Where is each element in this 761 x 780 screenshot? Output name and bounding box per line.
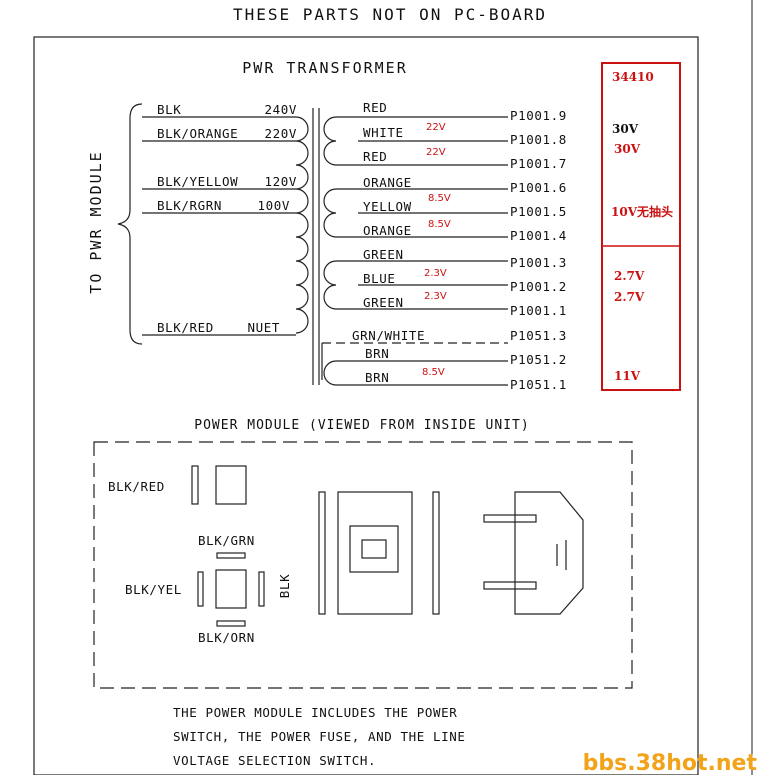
pin-label: P1001.9 bbox=[510, 108, 567, 123]
blk-red-square bbox=[215, 465, 247, 505]
pin-label: P1001.8 bbox=[510, 132, 567, 147]
voltage-annotation: 8.5V bbox=[422, 367, 445, 378]
page-header: THESE PARTS NOT ON PC-BOARD bbox=[233, 5, 547, 24]
primary-tap-label: 100V bbox=[257, 198, 290, 213]
voltage-annotation: 2.3V bbox=[424, 268, 447, 279]
pin-label: P1001.3 bbox=[510, 255, 567, 270]
pin-label: P1001.7 bbox=[510, 156, 567, 171]
power-module-frame bbox=[93, 441, 633, 689]
side-label: TO PWR MODULE bbox=[87, 150, 105, 293]
blk-orn-label: BLK/ORN bbox=[198, 630, 255, 645]
blk-grn-tab bbox=[216, 552, 246, 559]
primary-color-label: BLK bbox=[157, 102, 181, 117]
primary-tap-label: 240V bbox=[264, 102, 297, 117]
wire-label: BRN bbox=[365, 346, 389, 361]
module-brace bbox=[117, 103, 143, 345]
blk-red-tab bbox=[191, 465, 199, 505]
blk-label: BLK bbox=[277, 574, 292, 598]
description-line: VOLTAGE SELECTION SWITCH. bbox=[173, 753, 376, 768]
pin-label: P1001.4 bbox=[510, 228, 567, 243]
primary-labels: BLK 240V BLK/ORANGE 220V BLK/YELLOW 120V… bbox=[157, 102, 297, 335]
wire-label: RED bbox=[363, 100, 387, 115]
pin-label: P1001.1 bbox=[510, 303, 567, 318]
primary-color-label: BLK/YELLOW bbox=[157, 174, 238, 189]
power-module-title: POWER MODULE (VIEWED FROM INSIDE UNIT) bbox=[194, 418, 529, 433]
pin-label: P1051.1 bbox=[510, 377, 567, 392]
voltage-annotation: 2.3V bbox=[424, 291, 447, 302]
watermark: bbs.38hot.net bbox=[583, 751, 758, 775]
wire-label: YELLOW bbox=[363, 199, 412, 214]
primary-tap-label: 120V bbox=[264, 174, 297, 189]
center-square bbox=[215, 569, 247, 609]
note-voltage: 2.7V bbox=[614, 290, 645, 304]
description-line: SWITCH, THE POWER FUSE, AND THE LINE bbox=[173, 729, 466, 744]
power-switch bbox=[318, 491, 440, 615]
voltage-annotation: 8.5V bbox=[428, 193, 451, 204]
transformer-title: PWR TRANSFORMER bbox=[242, 59, 407, 77]
line-inlet bbox=[483, 491, 584, 615]
blk-yel-tab bbox=[197, 571, 204, 607]
note-voltage: 30V bbox=[614, 142, 641, 156]
primary-tap-label: NUET bbox=[247, 320, 280, 335]
pin-label: P1001.2 bbox=[510, 279, 567, 294]
wire-label: RED bbox=[363, 149, 387, 164]
pin-label: P1051.2 bbox=[510, 352, 567, 367]
model-number: 34410 bbox=[612, 70, 654, 84]
blk-yel-label: BLK/YEL bbox=[125, 582, 182, 597]
description-line: THE POWER MODULE INCLUDES THE POWER bbox=[173, 705, 457, 720]
voltage-annotation: 22V bbox=[426, 122, 446, 133]
transformer-core bbox=[312, 108, 320, 385]
secondary-labels: RED P1001.9 WHITE 22V P1001.8 RED 22V P1… bbox=[352, 100, 567, 392]
wire-label: ORANGE bbox=[363, 223, 412, 238]
blk-tab bbox=[258, 571, 265, 607]
wire-label: BLUE bbox=[363, 271, 396, 286]
note-voltage: 10V无抽头 bbox=[611, 204, 673, 219]
primary-color-label: BLK/ORANGE bbox=[157, 126, 238, 141]
voltage-annotation: 22V bbox=[426, 147, 446, 158]
primary-color-label: BLK/RGRN bbox=[157, 198, 222, 213]
wire-label: GREEN bbox=[363, 247, 404, 262]
primary-leads bbox=[142, 116, 296, 336]
diagram-frame bbox=[33, 36, 699, 776]
note-voltage: 11V bbox=[614, 369, 641, 383]
notes-box: 34410 30V 30V 10V无抽头 2.7V 2.7V 11V bbox=[601, 62, 681, 391]
blk-red-label: BLK/RED bbox=[108, 479, 165, 494]
wire-label: ORANGE bbox=[363, 175, 412, 190]
pin-label: P1051.3 bbox=[510, 328, 567, 343]
wire-label: WHITE bbox=[363, 125, 404, 140]
note-voltage: 2.7V bbox=[614, 269, 645, 283]
primary-tap-label: 220V bbox=[264, 126, 297, 141]
wire-label: BRN bbox=[365, 370, 389, 385]
primary-coil bbox=[295, 116, 309, 334]
wire-label: GRN/WHITE bbox=[352, 328, 425, 343]
wire-label: GREEN bbox=[363, 295, 404, 310]
blk-grn-label: BLK/GRN bbox=[198, 533, 255, 548]
blk-orn-tab bbox=[216, 620, 246, 627]
voltage-annotation: 8.5V bbox=[428, 219, 451, 230]
primary-color-label: BLK/RED bbox=[157, 320, 214, 335]
pin-label: P1001.6 bbox=[510, 180, 567, 195]
secondary-coils bbox=[321, 116, 508, 386]
note-voltage: 30V bbox=[612, 122, 639, 136]
pin-label: P1001.5 bbox=[510, 204, 567, 219]
